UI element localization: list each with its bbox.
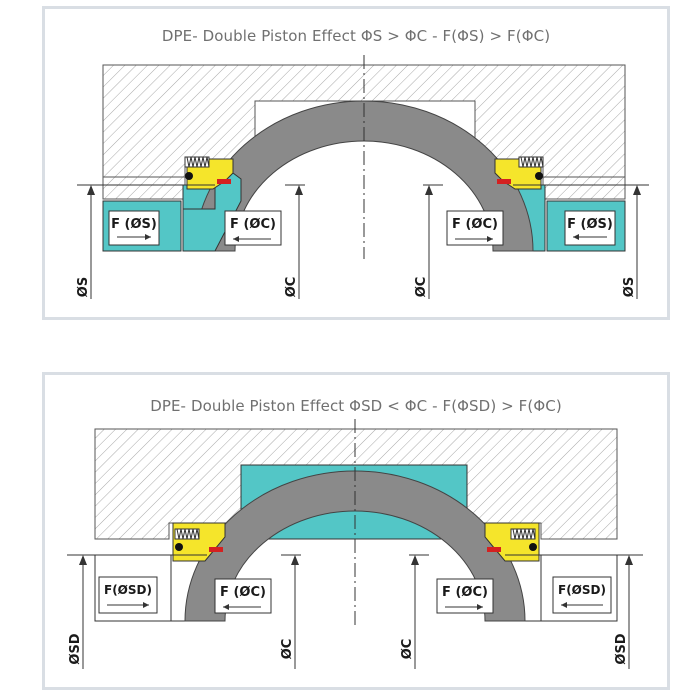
diagram-panel-2: DPE- Double Piston Effect ΦSD < ΦC - F(Φ… bbox=[42, 372, 670, 690]
right-outer-force-label: F(ØSD) bbox=[558, 583, 606, 597]
ball-arc bbox=[194, 100, 534, 252]
left-inner-force-label: F (ØC) bbox=[220, 585, 266, 600]
panel-1-title: DPE- Double Piston Effect ΦS > ΦC - F(ΦS… bbox=[161, 27, 551, 45]
right-spring bbox=[518, 156, 544, 168]
left-oring bbox=[175, 543, 183, 551]
left-spring bbox=[184, 156, 210, 168]
left-outer-force-label: F (ØS) bbox=[111, 217, 157, 232]
right-housing-pocket bbox=[542, 176, 626, 200]
panel-2-title: DPE- Double Piston Effect ΦSD < ΦC - F(Φ… bbox=[150, 397, 562, 415]
oc-left-label: ØC bbox=[284, 277, 299, 298]
right-spring bbox=[510, 528, 536, 540]
right-oring bbox=[529, 543, 537, 551]
left-outer-force-box bbox=[108, 210, 160, 246]
right-outer-force-label: F (ØS) bbox=[567, 217, 613, 232]
left-outer-force-label: F(ØSD) bbox=[104, 583, 152, 597]
os-right-label: ØS bbox=[622, 277, 637, 297]
left-inner-force-label: F (ØC) bbox=[230, 217, 276, 232]
oc-right-label: ØC bbox=[414, 277, 429, 298]
left-housing-pocket bbox=[102, 176, 186, 200]
left-oring bbox=[185, 172, 193, 180]
panel-2-drawing: F(ØSD) F(ØSD) F (ØC) F (ØC) ØSD ØC ØC ØS… bbox=[67, 419, 643, 669]
os-left-label: ØS bbox=[76, 277, 91, 297]
right-insert bbox=[497, 179, 511, 184]
osd-right-label: ØSD bbox=[614, 633, 629, 664]
ball-arc bbox=[184, 470, 526, 622]
oc-right-label: ØC bbox=[400, 639, 415, 660]
right-oring bbox=[535, 172, 543, 180]
right-insert bbox=[487, 547, 501, 552]
right-inner-force-label: F (ØC) bbox=[452, 217, 498, 232]
oc-left-label: ØC bbox=[280, 639, 295, 660]
right-inner-force-label: F (ØC) bbox=[442, 585, 488, 600]
osd-left-label: ØSD bbox=[68, 633, 83, 664]
left-spring bbox=[174, 528, 200, 540]
right-outer-force-box bbox=[552, 576, 612, 614]
panel-1-drawing: F (ØS) F (ØS) F (ØC) F (ØC) ØS ØC ØC ØS bbox=[76, 55, 649, 299]
left-insert bbox=[209, 547, 223, 552]
left-insert bbox=[217, 179, 231, 184]
diagram-panel-1: DPE- Double Piston Effect ΦS > ΦC - F(ΦS… bbox=[42, 6, 670, 320]
right-outer-force-box bbox=[564, 210, 616, 246]
left-outer-force-box bbox=[98, 576, 158, 614]
